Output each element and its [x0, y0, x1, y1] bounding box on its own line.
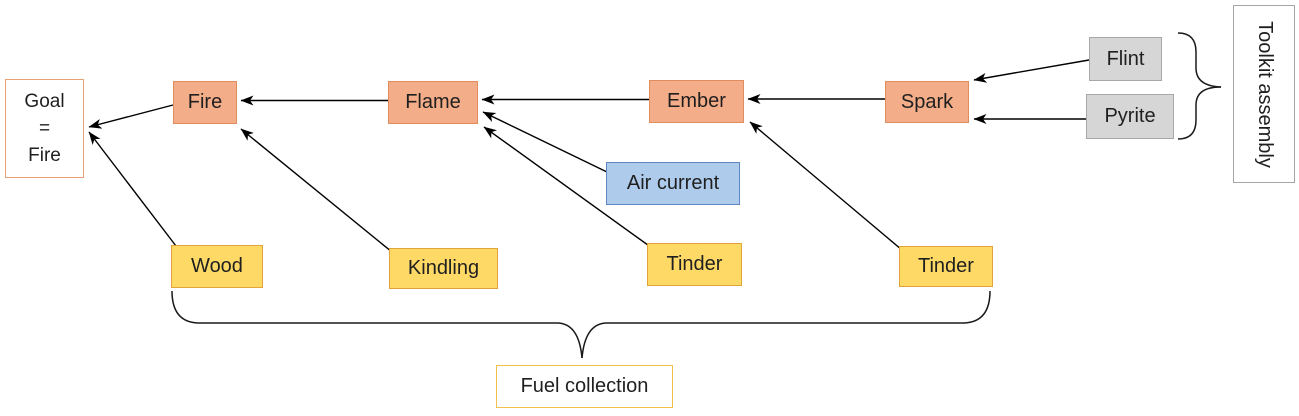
arrow-fire-to-goal	[88, 104, 174, 129]
node-flame: Flame	[388, 81, 478, 124]
node-kindling: Kindling	[389, 248, 498, 289]
node-tinder-left: Tinder	[647, 243, 742, 286]
arrow-air-current-to-flame	[482, 111, 608, 173]
node-ember: Ember	[649, 80, 744, 123]
arrow-flint-to-spark	[973, 59, 1090, 83]
node-air-current: Air current	[606, 162, 740, 205]
brace-toolkit-assembly	[1177, 86, 1222, 140]
arrow-tinder-right-to-ember	[749, 121, 903, 251]
brace-fuel-collection	[171, 290, 583, 359]
node-spark: Spark	[885, 81, 969, 123]
node-goal: Goal = Fire	[5, 79, 84, 178]
node-tinder-right: Tinder	[899, 246, 993, 287]
goal-line-3: Fire	[28, 145, 61, 166]
toolkit-assembly-text: Toolkit assembly	[1253, 20, 1276, 168]
goal-line-2: =	[38, 118, 51, 139]
arrow-kindling-to-fire	[240, 128, 393, 253]
brace-fuel-collection	[581, 290, 991, 359]
node-fire: Fire	[173, 81, 237, 124]
node-flint: Flint	[1089, 37, 1162, 81]
node-wood: Wood	[171, 245, 263, 288]
label-fuel-collection: Fuel collection	[496, 365, 673, 408]
arrow-tinder-left-to-flame	[483, 126, 653, 249]
node-pyrite: Pyrite	[1086, 94, 1174, 139]
arrow-wood-to-goal	[88, 131, 177, 247]
brace-toolkit-assembly	[1177, 32, 1222, 88]
label-toolkit-assembly: Toolkit assembly	[1233, 5, 1295, 183]
goal-line-1: Goal	[24, 91, 65, 112]
